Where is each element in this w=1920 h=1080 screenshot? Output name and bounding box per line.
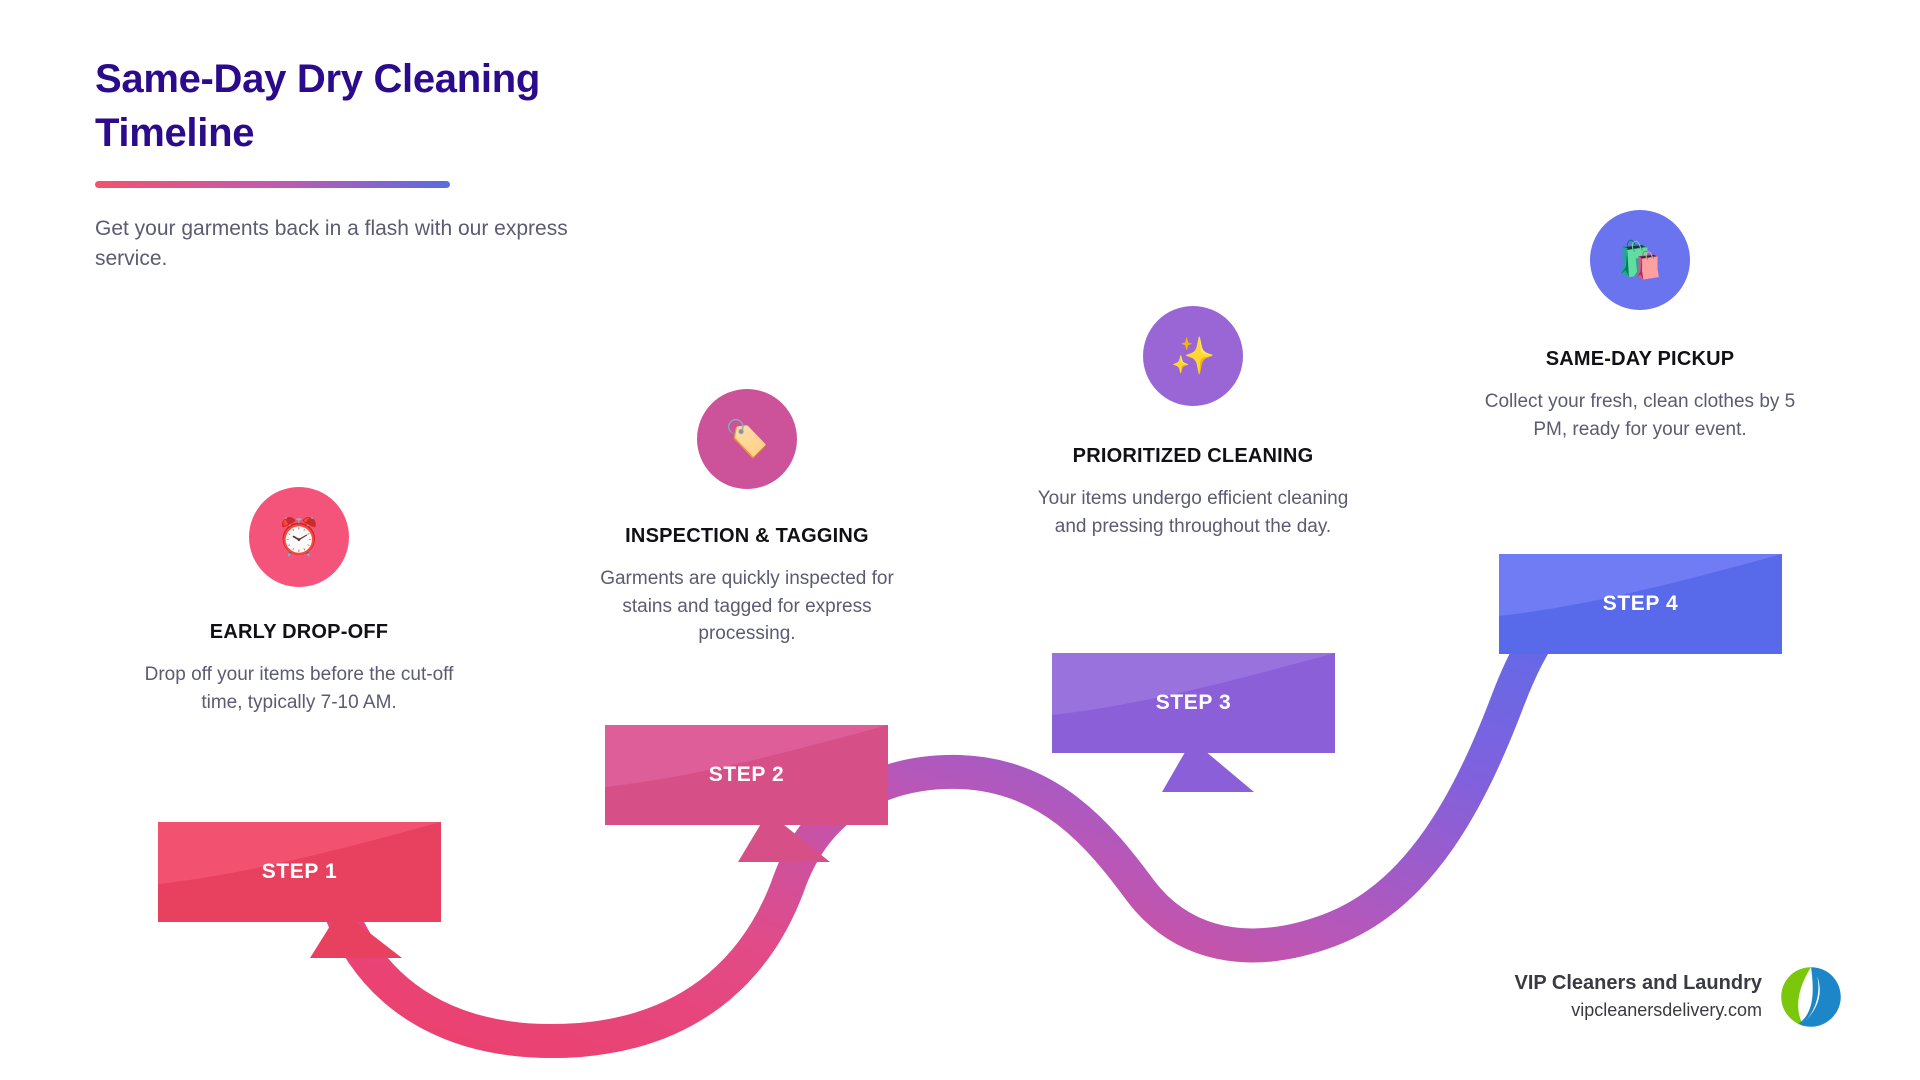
step-2-icon-circle: 🏷️ xyxy=(697,389,797,489)
logo-leaf-shape xyxy=(1781,967,1811,1027)
page-title-line-2: Timeline xyxy=(95,111,255,156)
step-4-icon-circle: 🛍️ xyxy=(1590,210,1690,310)
step-4-banner-label: STEP 4 xyxy=(1602,592,1679,615)
step-4-heading: SAME-DAY PICKUP xyxy=(1545,348,1735,370)
step-2-heading: INSPECTION & TAGGING xyxy=(625,525,869,547)
step-3-banner-label: STEP 3 xyxy=(1155,691,1232,714)
step-1-description: Drop off your items before the cut-off t… xyxy=(144,664,454,713)
step-3-icon-circle: ✨ xyxy=(1143,306,1243,406)
brand-footer: VIP Cleaners and Laundry vipcleanersdeli… xyxy=(1515,966,1843,1028)
step-2-description: Garments are quickly inspected for stain… xyxy=(600,568,894,645)
brand-logo-icon xyxy=(1781,967,1841,1027)
step-2-text: INSPECTION & TAGGING Garments are quickl… xyxy=(588,524,906,648)
brand-text: VIP Cleaners and Laundry vipcleanersdeli… xyxy=(1515,970,1763,1024)
page-subtitle: Get your garments back in a flash with o… xyxy=(95,216,568,270)
logo-drop-shape xyxy=(1798,967,1841,1027)
step-1-text: EARLY DROP-OFF Drop off your items befor… xyxy=(140,620,458,716)
step-3-text: PRIORITIZED CLEANING Your items undergo … xyxy=(1034,444,1352,540)
step-4-description: Collect your fresh, clean clothes by 5 P… xyxy=(1484,391,1796,440)
header: Same-Day Dry Cleaning Timeline Get your … xyxy=(95,52,655,273)
step-1-heading: EARLY DROP-OFF xyxy=(209,621,389,643)
tag-label-icon: 🏷️ xyxy=(724,418,770,459)
step-3-description: Your items undergo efficient cleaning an… xyxy=(1037,488,1349,537)
step-3-heading: PRIORITIZED CLEANING xyxy=(1072,445,1314,467)
step-1-banner[interactable]: STEP 1 xyxy=(158,822,441,922)
title-divider-rule xyxy=(95,180,450,188)
step-2-banner-label: STEP 2 xyxy=(708,763,785,786)
ribbon-path xyxy=(324,586,1583,1058)
step-4-text: SAME-DAY PICKUP Collect your fresh, clea… xyxy=(1481,347,1799,443)
brand-url: vipcleanersdelivery.com xyxy=(1571,1000,1762,1020)
page-title: Same-Day Dry Cleaning Timeline xyxy=(95,52,655,161)
page-title-line-1: Same-Day Dry Cleaning xyxy=(95,57,540,101)
step-1-icon-circle: ⏰ xyxy=(249,487,349,587)
logo-highlight-shape xyxy=(1803,975,1820,1024)
brand-name: VIP Cleaners and Laundry xyxy=(1514,972,1763,994)
sparkles-icon: ✨ xyxy=(1170,335,1216,376)
step-1-banner-label: STEP 1 xyxy=(261,860,338,883)
shopping-bags-icon: 🛍️ xyxy=(1617,239,1663,280)
step-4-banner[interactable]: STEP 4 xyxy=(1499,554,1782,654)
step-3-banner[interactable]: STEP 3 xyxy=(1052,653,1335,753)
alarm-clock-icon: ⏰ xyxy=(276,516,322,557)
step-2-banner[interactable]: STEP 2 xyxy=(605,725,888,825)
